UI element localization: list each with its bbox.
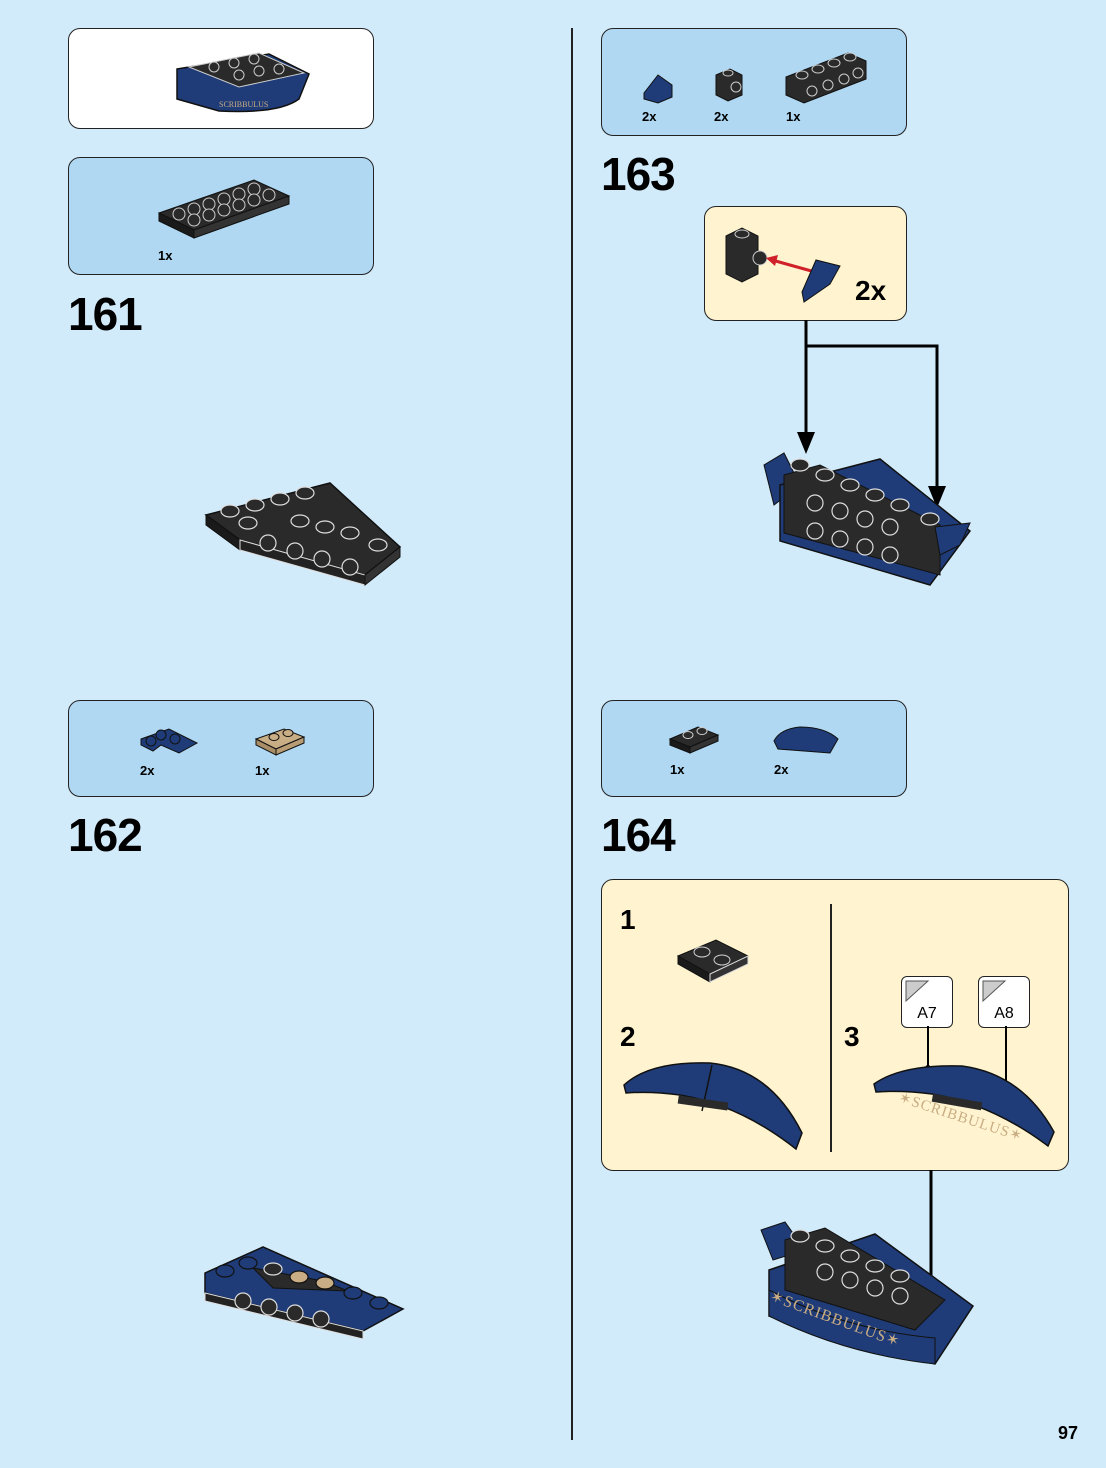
page-number: 97 <box>1057 1423 1078 1443</box>
substep-number-2: 2 <box>620 1021 636 1052</box>
step-161-assembly-illustration <box>204 482 402 587</box>
placement-arrows <box>797 320 946 508</box>
substep-number-3: 3 <box>844 1021 860 1052</box>
part-quantity: 1x <box>670 762 685 777</box>
blue-corner-plate-part-icon <box>140 728 199 754</box>
blue-slope-part-icon <box>643 74 673 104</box>
stickered-curved-slopes-illustration <box>873 1065 1055 1148</box>
part-quantity: 1x <box>255 763 270 778</box>
part-quantity: 1x <box>786 109 801 124</box>
black-plate-part-icon <box>668 726 720 754</box>
side-stud-brick-with-slope-illustration <box>725 227 841 303</box>
sticker-label: A8 <box>994 1005 1014 1022</box>
step-number-161: 161 <box>68 288 143 340</box>
submodel-callout-step-164: 1 2 3 A7 A8 ✶SCRIBBULUS✶ <box>601 879 1069 1171</box>
sticker-peel-icon <box>905 980 930 1003</box>
step-number-164: 164 <box>601 809 676 861</box>
black-brick-side-studs-part-icon <box>785 52 867 104</box>
tan-plate-part-icon <box>254 728 306 756</box>
part-quantity: 2x <box>774 762 789 777</box>
black-plate-illustration <box>676 939 750 983</box>
black-side-stud-brick-part-icon <box>715 68 743 102</box>
submodel-callout-step-163: 2x <box>704 206 907 321</box>
callout-quantity: 2x <box>855 275 887 306</box>
part-quantity: 2x <box>140 763 155 778</box>
curved-slopes-illustration <box>623 1062 803 1151</box>
part-quantity: 2x <box>642 109 657 124</box>
sticker-peel-icon <box>982 980 1007 1003</box>
parts-list-step-161: 1x <box>68 157 374 275</box>
sticker-tag-a8: A8 <box>978 976 1030 1028</box>
blue-curved-slope-part-icon <box>773 726 839 754</box>
submodel-preview: SCRIBBULUS <box>176 52 310 113</box>
previous-step-result-box: SCRIBBULUS <box>68 28 374 129</box>
part-quantity: 2x <box>714 109 729 124</box>
parts-list-step-164: 1x 2x <box>601 700 907 797</box>
column-divider <box>571 28 573 1440</box>
step-162-assembly-illustration <box>204 1246 405 1340</box>
parts-list-step-162: 2x 1x <box>68 700 374 797</box>
sticker-tag-a7: A7 <box>901 976 953 1028</box>
step-164-assembly-illustration <box>760 1221 975 1365</box>
step-163-assembly-illustration <box>763 452 972 586</box>
sticker-label: A7 <box>917 1005 937 1022</box>
black-plate-part-icon <box>157 179 291 239</box>
step-number-162: 162 <box>68 809 143 861</box>
part-quantity: 1x <box>158 248 173 263</box>
step-number-163: 163 <box>601 148 676 200</box>
parts-list-step-163: 2x 2x 1x <box>601 28 907 136</box>
svg-text:SCRIBBULUS: SCRIBBULUS <box>219 100 268 109</box>
substep-divider <box>830 904 832 1152</box>
substep-number-1: 1 <box>620 904 636 935</box>
